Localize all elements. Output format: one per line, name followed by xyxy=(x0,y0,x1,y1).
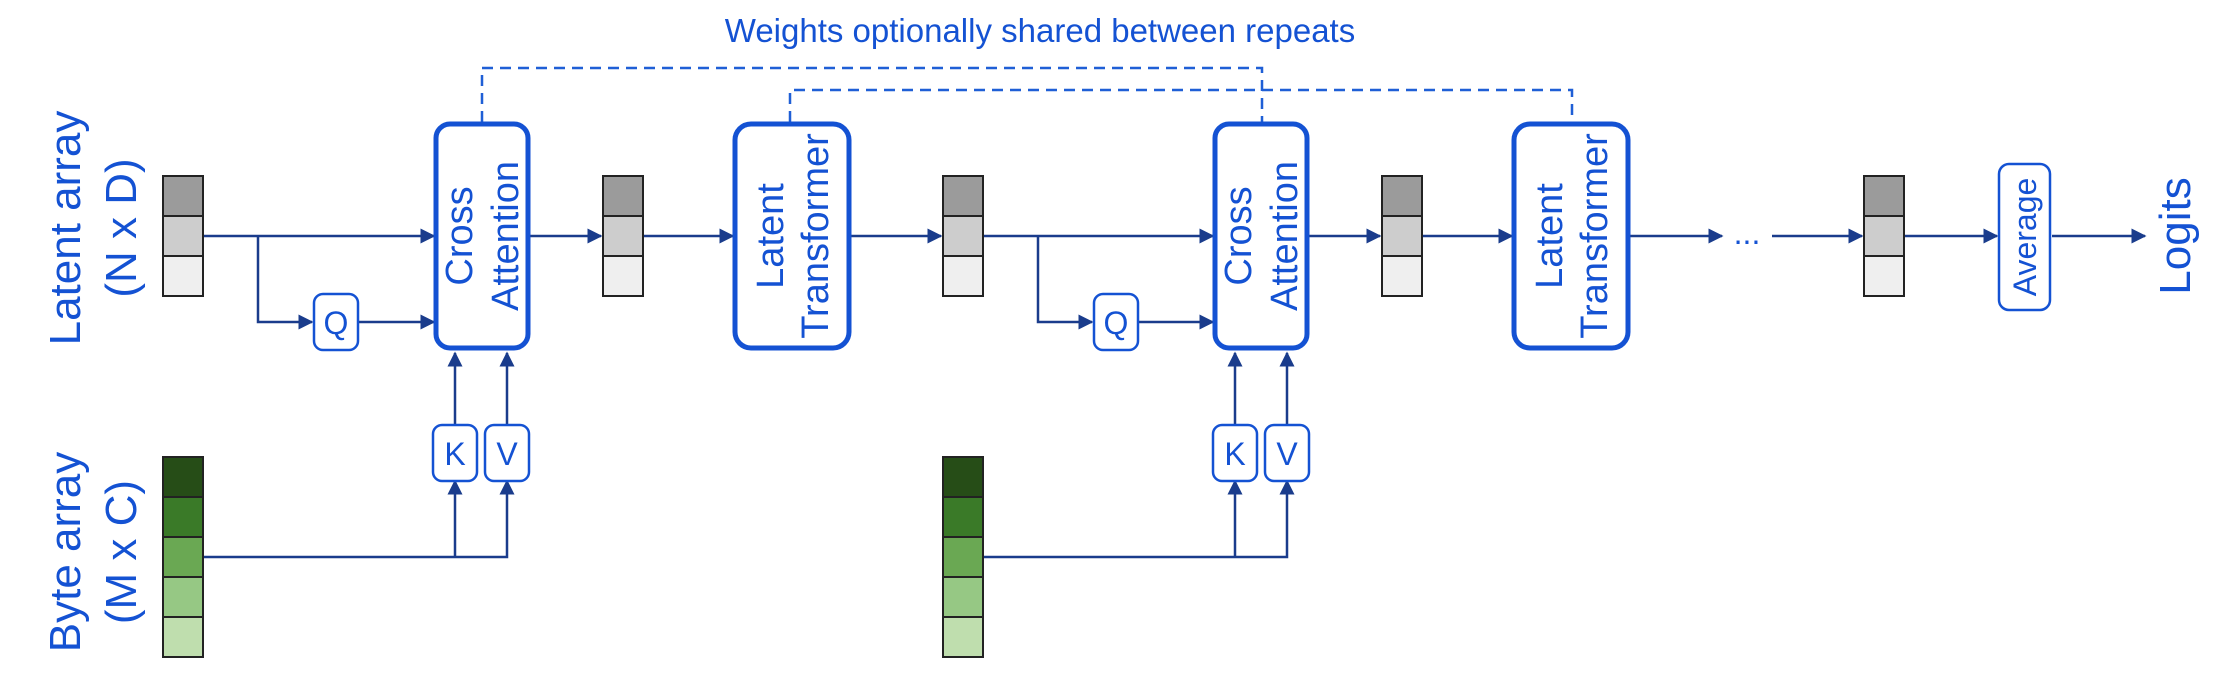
average-block: Average xyxy=(1997,162,2052,312)
latent-transformer-label-line2: Transformer xyxy=(795,133,837,339)
shared-weights-note: Weights optionally shared between repeat… xyxy=(725,12,1355,49)
svg-text:K: K xyxy=(1224,436,1245,472)
latent-array-dims: (N x D) xyxy=(97,158,146,297)
cross-attention-block-1: Cross Attention xyxy=(433,121,531,351)
average-label: Average xyxy=(2007,178,2043,297)
latent-transformer-label-line1: Latent xyxy=(750,183,792,289)
logits-label: Logits xyxy=(2151,177,2200,294)
latent-transformer-label-line1: Latent xyxy=(1529,183,1571,289)
svg-text:Q: Q xyxy=(324,305,349,341)
shared-weights-dashed-connectors xyxy=(480,66,1574,122)
svg-text:V: V xyxy=(1276,436,1298,472)
byte-array-1 xyxy=(162,456,204,658)
cross-attention-label-line2: Attention xyxy=(485,161,527,311)
q-box-1: Q xyxy=(312,292,360,352)
byte-array-2 xyxy=(942,456,984,658)
k-box-2: K xyxy=(1211,423,1259,483)
latent-array-2 xyxy=(602,175,644,297)
svg-text:K: K xyxy=(444,436,465,472)
latent-array-5 xyxy=(1863,175,1905,297)
latent-array-3 xyxy=(942,175,984,297)
svg-text:Q: Q xyxy=(1104,305,1129,341)
latent-array-1 xyxy=(162,175,204,297)
svg-text:V: V xyxy=(496,436,518,472)
latent-transformer-label-line2: Transformer xyxy=(1574,133,1616,339)
latent-transformer-block-1: Latent Transformer xyxy=(732,121,852,351)
latent-array-title: Latent array xyxy=(41,111,90,346)
byte-array-title: Byte array xyxy=(41,452,90,653)
cross-attention-label-line1: Cross xyxy=(1218,186,1260,285)
ellipsis: ... xyxy=(1734,215,1761,251)
v-box-2: V xyxy=(1263,423,1311,483)
connections xyxy=(203,228,2147,559)
latent-array-4 xyxy=(1381,175,1423,297)
k-box-1: K xyxy=(431,423,479,483)
cross-attention-label-line1: Cross xyxy=(439,186,481,285)
byte-array-dims: (M x C) xyxy=(97,480,146,624)
cross-attention-label-line2: Attention xyxy=(1264,161,1306,311)
cross-attention-block-2: Cross Attention xyxy=(1212,121,1310,351)
q-box-2: Q xyxy=(1092,292,1140,352)
v-box-1: V xyxy=(483,423,531,483)
latent-transformer-block-2: Latent Transformer xyxy=(1511,121,1631,351)
